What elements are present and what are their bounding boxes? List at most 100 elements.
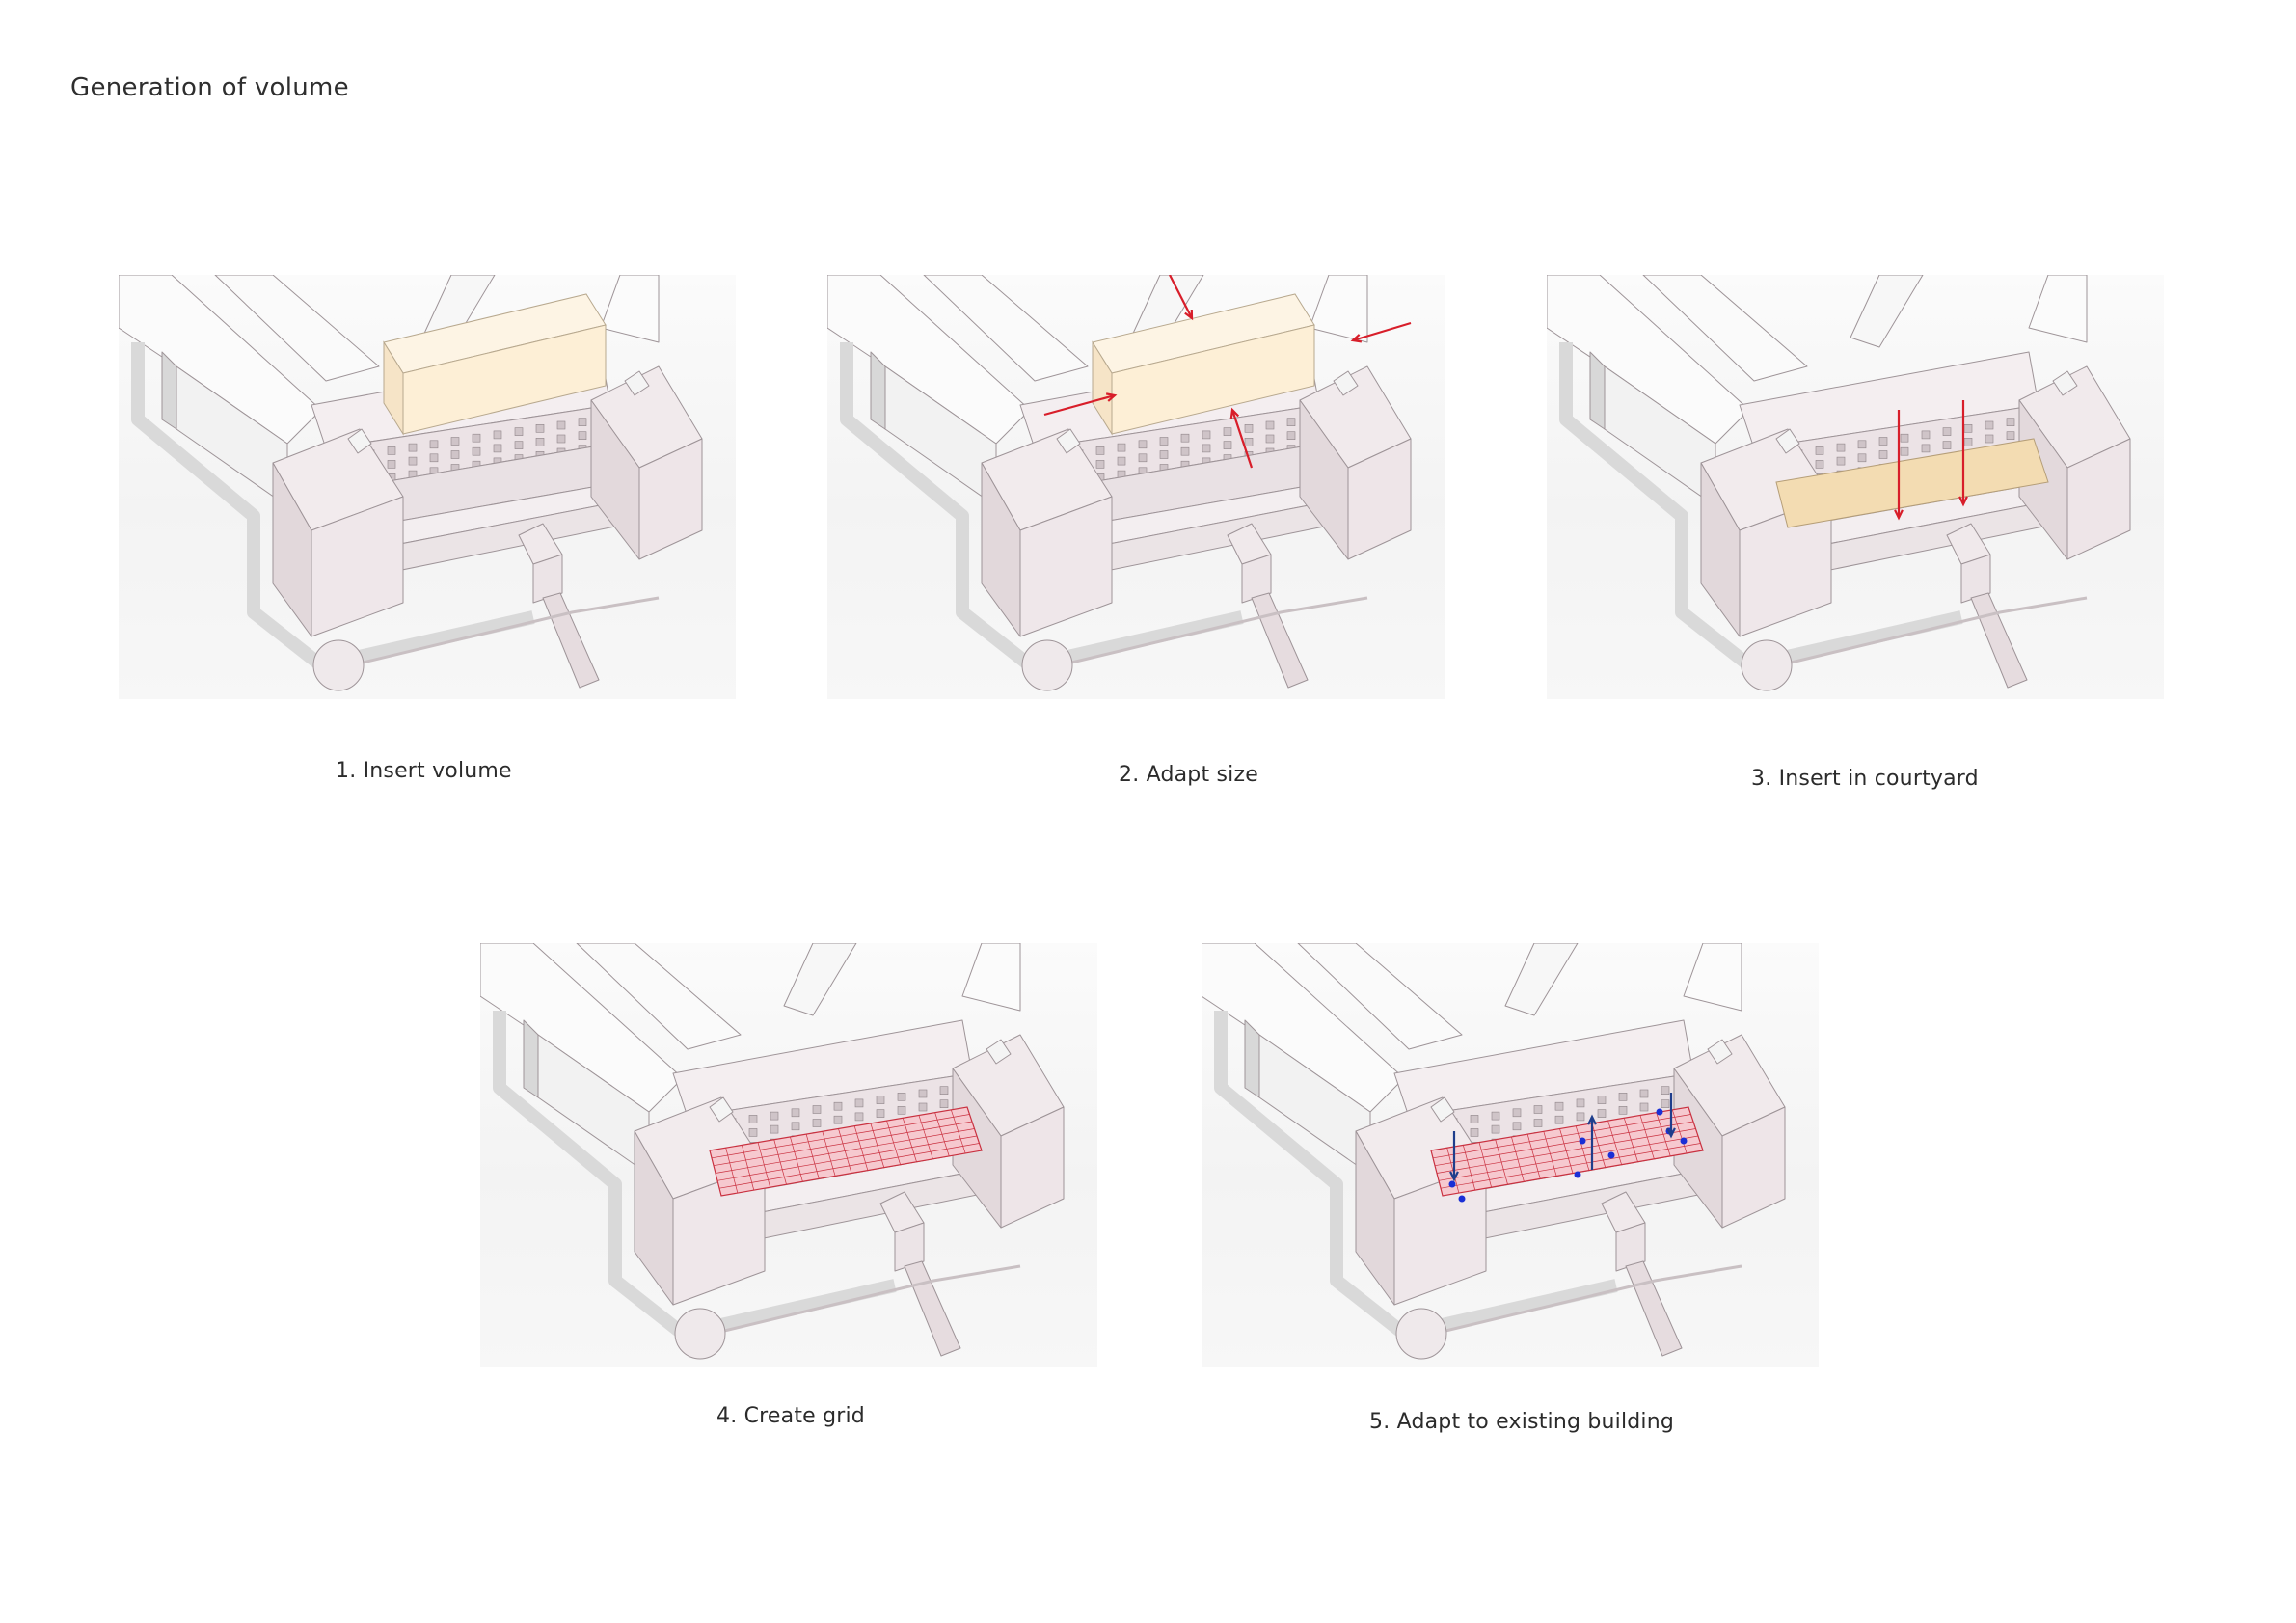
right-turret [1333, 370, 1359, 396]
window [450, 437, 460, 446]
corner-bastion [1741, 639, 1793, 691]
window [1159, 450, 1169, 459]
arrow-down-left-head [1894, 509, 1904, 521]
far-right-roof [961, 943, 1021, 1012]
gate-wall [1241, 554, 1272, 604]
arrow-down-head [1184, 309, 1194, 321]
step-2-caption: 2. Adapt size [1119, 763, 1258, 787]
corner-bastion [312, 639, 365, 691]
bridge [1970, 592, 2028, 689]
window [1286, 431, 1296, 440]
corner-bastion [1395, 1308, 1447, 1360]
bridge [904, 1260, 961, 1357]
window [1244, 438, 1254, 446]
window [1618, 1093, 1628, 1101]
window [1857, 440, 1867, 449]
window [748, 1115, 758, 1123]
page-title: Generation of volume [70, 73, 349, 102]
courtyard-grid [709, 1106, 983, 1197]
arrow-right [1043, 393, 1116, 417]
gate-wall [894, 1222, 925, 1272]
window [1554, 1115, 1564, 1124]
arrow-right-head [1105, 392, 1118, 402]
step-1-caption: 1. Insert volume [336, 759, 512, 783]
window [854, 1112, 864, 1122]
window [1900, 433, 1909, 443]
window [1117, 443, 1126, 452]
window [1661, 1099, 1670, 1108]
step-4-diagram [480, 943, 1097, 1367]
window [1095, 460, 1105, 469]
corner-bastion [674, 1308, 726, 1360]
window [1661, 1086, 1670, 1095]
window [1138, 440, 1148, 449]
step-5-diagram [1202, 943, 1819, 1367]
window [1202, 430, 1211, 440]
step-3-caption: 3. Insert in courtyard [1751, 767, 1979, 791]
bridge [1625, 1260, 1683, 1357]
window [514, 427, 524, 436]
control-point [1656, 1108, 1663, 1116]
control-point [1458, 1195, 1466, 1203]
grid-line [1436, 1128, 1696, 1174]
window [1223, 427, 1232, 436]
grid-line [1440, 1143, 1701, 1189]
window [1921, 444, 1931, 453]
grid-line [1438, 1135, 1699, 1181]
window [812, 1119, 822, 1127]
window [472, 446, 481, 456]
arrow-down [1169, 275, 1193, 319]
window [1533, 1105, 1543, 1114]
window [918, 1102, 928, 1112]
window [1597, 1096, 1607, 1104]
control-point [1448, 1180, 1456, 1188]
window [1639, 1089, 1649, 1098]
resized-volume-front [1111, 324, 1315, 435]
left-wing-end [870, 351, 886, 430]
window [472, 433, 481, 443]
window [1491, 1124, 1500, 1134]
left-turret [347, 428, 372, 454]
window [812, 1105, 822, 1114]
window [1512, 1122, 1522, 1131]
window [1265, 434, 1275, 444]
window [876, 1109, 885, 1118]
left-wing-end [1244, 1019, 1260, 1098]
grid-line [718, 1143, 980, 1189]
window [748, 1128, 758, 1137]
arrow-left-head [1350, 334, 1363, 343]
window [1900, 446, 1909, 456]
window [1878, 450, 1888, 459]
window [1639, 1102, 1649, 1112]
window [1202, 444, 1211, 453]
far-right-roof [1309, 275, 1368, 343]
left-turret [1775, 428, 1800, 454]
window [1815, 460, 1824, 469]
window [833, 1101, 843, 1111]
control-point [1579, 1137, 1586, 1145]
window [493, 444, 502, 453]
window [1836, 456, 1846, 466]
grid-line [711, 1114, 970, 1159]
window [1963, 438, 1973, 446]
left-turret [1056, 428, 1081, 454]
control-point [1574, 1171, 1581, 1178]
window [833, 1115, 843, 1124]
window [1159, 437, 1169, 446]
window [897, 1093, 906, 1101]
window [1963, 424, 1973, 433]
window [556, 434, 566, 444]
right-wing-roof [1504, 943, 1579, 1016]
right-wing-roof [783, 943, 857, 1016]
window [1597, 1109, 1607, 1118]
window [939, 1086, 949, 1095]
window [2006, 418, 2015, 426]
step-4-caption: 4. Create grid [716, 1404, 865, 1428]
window [791, 1108, 800, 1118]
bridge [1251, 592, 1309, 689]
window [429, 440, 439, 449]
window [1244, 424, 1254, 433]
rampart-railing [330, 596, 660, 672]
courtyard-volume [1775, 438, 2049, 528]
window [1576, 1112, 1585, 1122]
